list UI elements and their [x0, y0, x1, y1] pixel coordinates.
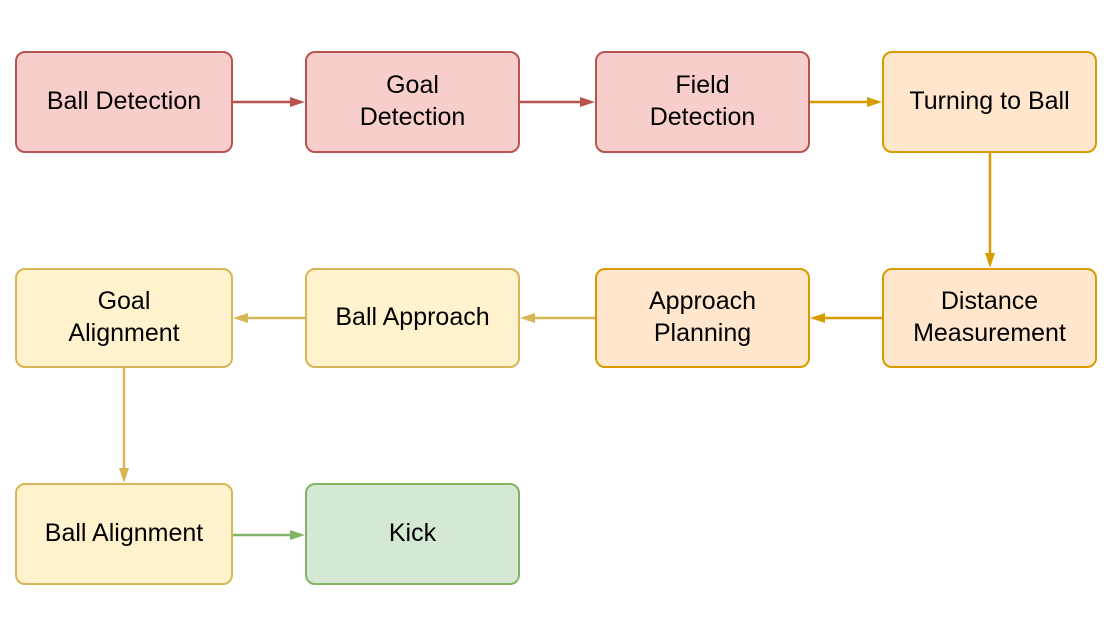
node-turning-to-ball: Turning to Ball: [882, 51, 1097, 153]
node-label-goal-alignment: Goal Alignment: [68, 287, 180, 347]
arrow-ball-detection-to-goal-detection: [233, 97, 305, 107]
arrow-goal-alignment-to-ball-alignment: [119, 368, 129, 483]
node-goal-detection: Goal Detection: [305, 51, 520, 153]
node-ball-alignment: Ball Alignment: [15, 483, 233, 585]
node-label-ball-alignment: Ball Alignment: [44, 519, 204, 548]
node-kick: Kick: [305, 483, 520, 585]
arrow-field-detection-to-turning-to-ball: [810, 97, 882, 107]
arrow-ball-alignment-to-kick: [233, 530, 305, 540]
node-label-field-detection: Field Detection: [649, 71, 756, 131]
arrow-approach-planning-to-ball-approach: [520, 313, 595, 323]
node-approach-planning: Approach Planning: [595, 268, 810, 368]
node-label-kick: Kick: [388, 519, 437, 548]
node-field-detection: Field Detection: [595, 51, 810, 153]
node-label-turning-to-ball: Turning to Ball: [909, 87, 1070, 116]
arrow-ball-approach-to-goal-alignment: [233, 313, 305, 323]
node-ball-detection: Ball Detection: [15, 51, 233, 153]
node-label-ball-approach: Ball Approach: [335, 303, 490, 332]
node-label-goal-detection: Goal Detection: [359, 71, 466, 131]
node-label-ball-detection: Ball Detection: [46, 87, 202, 116]
node-distance-measurement: Distance Measurement: [882, 268, 1097, 368]
node-label-distance-measurement: Distance Measurement: [913, 287, 1066, 347]
node-goal-alignment: Goal Alignment: [15, 268, 233, 368]
arrow-distance-measurement-to-approach-planning: [810, 313, 882, 323]
node-ball-approach: Ball Approach: [305, 268, 520, 368]
arrow-goal-detection-to-field-detection: [520, 97, 595, 107]
node-label-approach-planning: Approach Planning: [648, 287, 757, 347]
arrow-turning-to-ball-to-distance-measurement: [985, 153, 995, 268]
